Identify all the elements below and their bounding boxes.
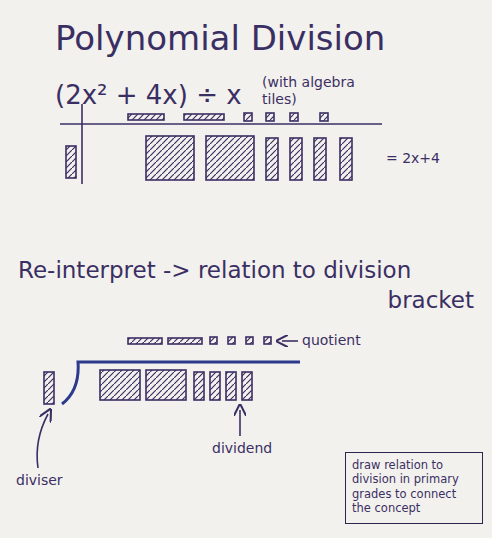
note-text: draw relation to division in primary gra… [352,458,476,516]
x-tile [194,372,204,400]
x-tile [226,372,236,400]
quotient-label: quotient [302,332,361,349]
x-tile [44,372,54,404]
dividend-label-holder: dividend [212,440,272,457]
x-tile [128,114,164,120]
unit-tile [246,337,253,344]
dividend-label: dividend [212,440,272,457]
unit-tile [320,113,328,121]
equation: (2x² + 4x) ÷ x [55,80,242,111]
side-note-holder: (with algebra tiles) [262,74,380,108]
division-line [60,123,382,125]
leader-arrow [239,410,241,436]
page-title: Polynomial Division [55,18,385,59]
quotient-label-holder: quotient [302,332,361,349]
unit-tile [290,113,298,121]
unit-tile [210,337,217,344]
x-tile [266,138,278,180]
unit-tile [244,113,252,121]
note-box: draw relation to division in primary gra… [345,452,483,524]
x-squared-tile [206,136,254,180]
unit-tile [266,113,274,121]
x-tile [184,114,224,120]
divisor-label: diviser [16,472,63,489]
x-tile [290,138,302,180]
x-squared-tile [146,370,186,400]
unit-tile [228,337,235,344]
x-tile [168,338,202,344]
x-tile [242,372,252,400]
x-tile [340,138,352,180]
divisor-label-holder: diviser [16,472,63,489]
result-holder: = 2x+4 [386,150,440,167]
leader-arrow [37,414,48,468]
x-tile [66,146,76,178]
bracket-tile-division [37,337,300,468]
x-squared-tile [146,136,194,180]
equation-holder: (2x² + 4x) ÷ x [55,80,242,111]
leader-arrow [282,340,298,342]
heading-note: Re-interpret -> relation to division bra… [18,256,474,316]
page-title-holder: Polynomial Division [55,18,385,59]
heading-note-holder: Re-interpret -> relation to division bra… [18,256,474,316]
result: = 2x+4 [386,150,440,167]
x-tile [314,138,326,180]
x-tile [210,372,220,400]
x-squared-tile [100,370,140,400]
unit-tile [264,337,271,344]
x-tile [128,338,162,344]
first-tile-division [60,104,382,184]
side-note: (with algebra tiles) [262,74,380,108]
division-bracket [62,362,300,404]
division-line [81,104,83,184]
